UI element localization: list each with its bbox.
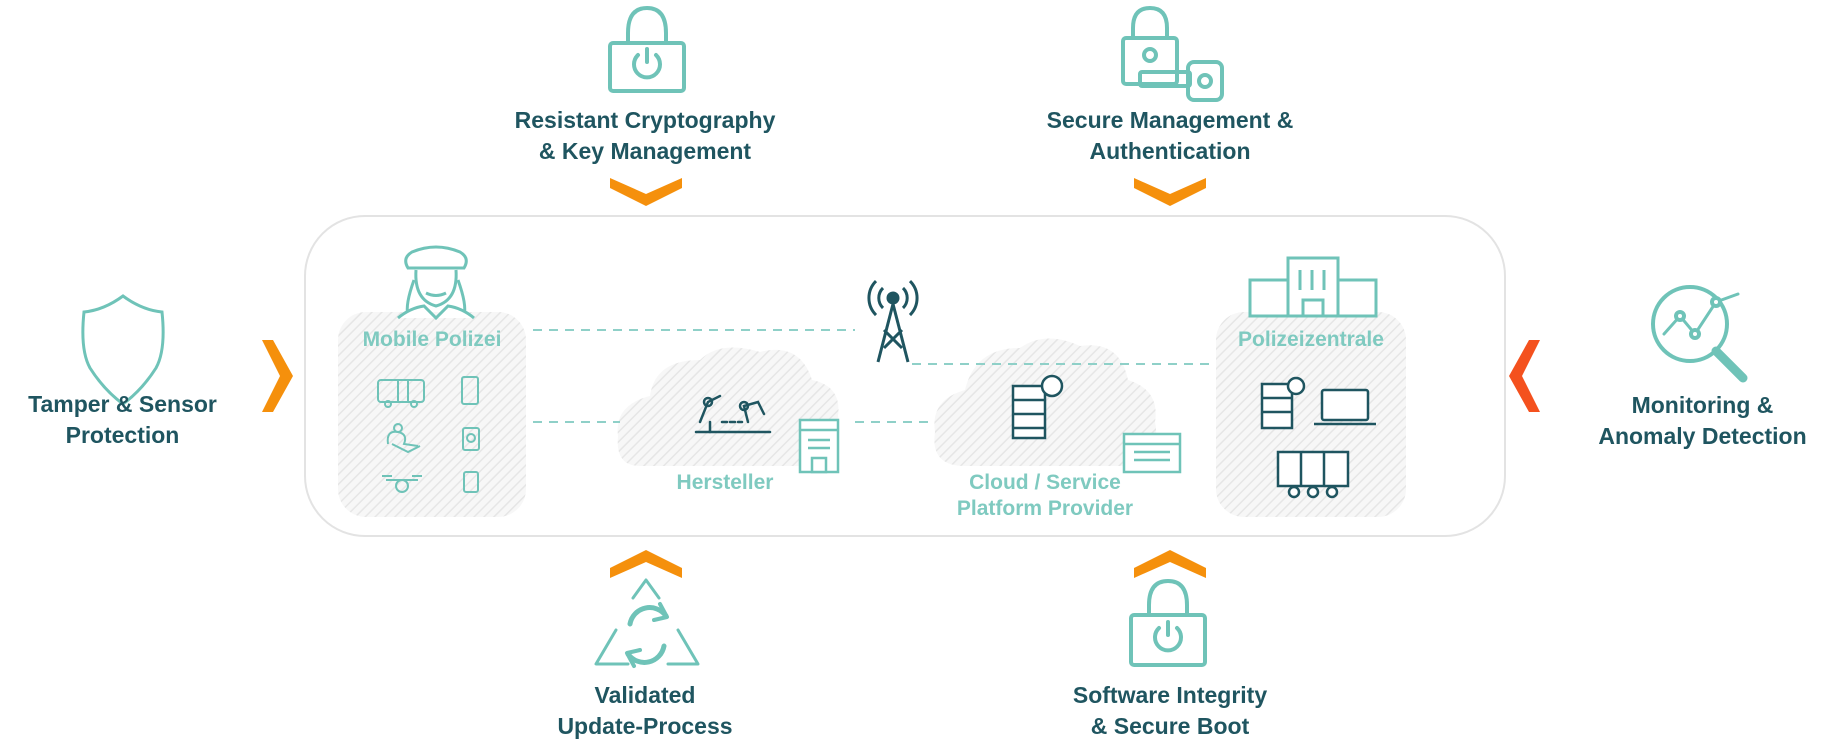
system-boundary-panel [304,215,1506,537]
label-line: & Key Management [538,138,752,164]
measure-label-right: Monitoring & Anomaly Detection [1570,390,1835,452]
label-line: Cloud / Service [969,471,1121,494]
label-line: Anomaly Detection [1598,423,1807,449]
lock-power-icon [608,5,686,93]
server-icon [1011,374,1064,440]
hq-devices [1260,376,1376,499]
laptop-icon [1320,388,1370,422]
measure-label-top-right: Secure Management & Authentication [1010,105,1330,167]
radio-tower-icon [867,279,919,363]
factory-building-icon [798,418,840,474]
mobile-police-devices [377,376,480,493]
measure-label-bottom-right: Software Integrity & Secure Boot [1030,680,1310,742]
data-center-icon [1122,432,1182,474]
label-line: Hersteller [676,471,774,494]
label-line: & Secure Boot [1090,713,1250,739]
node-label-cloud: Cloud / Service Platform Provider [930,470,1160,522]
label-line: Polizeizentrale [1238,328,1384,351]
label-line: Platform Provider [956,497,1134,520]
bus-icon [377,379,425,403]
label-line: Software Integrity [1072,682,1268,708]
police-officer-icon [397,245,475,321]
robot-arm-icon [694,394,772,434]
hq-zone [1216,312,1406,517]
label-line: Tamper & Sensor [28,391,217,417]
label-line: Monitoring & [1631,392,1774,418]
building-icon [1248,256,1378,318]
connection-lines [533,329,1214,423]
chevron-up-left [610,550,682,578]
chevron-down-left [610,178,682,206]
drone-icon [382,475,422,493]
label-line: Mobile Polizei [362,328,502,351]
node-label-hq: Polizeizentrale [1216,327,1406,353]
chevron-right-left [262,340,293,412]
chevron-up-right [1134,550,1206,578]
control-room-icon [1276,450,1350,488]
label-line: Authentication [1089,138,1251,164]
label-line: Protection [65,422,180,448]
node-label-mobile-police: Mobile Polizei [338,327,526,353]
shield-icon [81,294,165,406]
lock-key-icon [1121,5,1224,102]
label-line: Secure Management & [1046,107,1294,133]
measure-label-bottom-left: Validated Update-Process [520,680,770,742]
chevron-down-right [1134,178,1206,206]
update-cycle-icon [594,578,700,668]
server-icon [1260,382,1294,430]
measure-label-left: Tamper & Sensor Protection [0,389,245,451]
chevron-left-right [1509,340,1540,412]
phone-icon [461,376,479,405]
label-line: Resistant Cryptography [514,107,776,133]
lock-power-icon [1129,578,1207,667]
bodycam-icon [462,427,480,451]
label-line: Update-Process [557,713,733,739]
mobile-police-zone [338,312,526,517]
measure-label-top-left: Resistant Cryptography & Key Management [480,105,810,167]
smartwatch-icon [463,471,479,493]
node-label-manufacturer: Hersteller [640,470,810,496]
manufacturer-cloud [617,347,840,466]
label-line: Validated [594,682,696,708]
magnifier-chart-icon [1651,285,1748,383]
